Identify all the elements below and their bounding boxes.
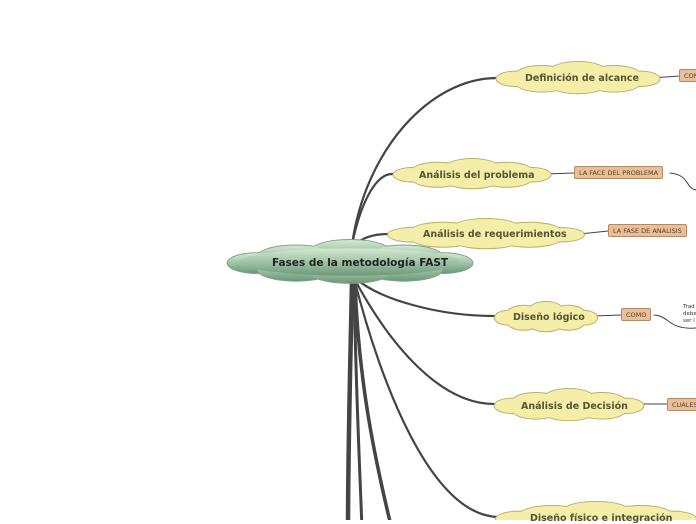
topic-label-definicion-alcance: Definición de alcance: [525, 73, 639, 84]
branch-lower-3: [352, 278, 364, 520]
branch-lower-1: [345, 277, 355, 520]
topic-label-diseno-fisico: Diseño físico e integración: [530, 513, 673, 524]
topic-cloud-diseno-fisico[interactable]: [495, 501, 696, 520]
note-line-1: Trad: [683, 304, 695, 310]
central-cloud[interactable]: [226, 239, 474, 284]
topic-cloud-diseno-fisico-fill: [505, 508, 687, 520]
branch-analisis-decision: [353, 278, 496, 406]
connector-analisis: [579, 230, 609, 235]
connector-problema-out: [669, 172, 696, 191]
topic-clouds: [387, 61, 696, 520]
topic-label-analisis-problema: Análisis del problema: [419, 170, 535, 181]
topic-label-analisis-decision: Análisis de Decisión: [521, 401, 628, 412]
central-topic-cloud[interactable]: [226, 239, 474, 284]
subtopic-la-face-del-problema[interactable]: LA FACE DEL PROBLEMA: [574, 166, 664, 179]
topic-cloud-analisis-decision-fill: [501, 395, 637, 415]
branch-lower-2: [353, 278, 392, 520]
topic-cloud-definicion-alcance-fill: [504, 68, 652, 88]
topic-cloud-definicion-alcance[interactable]: [495, 61, 661, 95]
branch-diseno-fisico: [353, 280, 500, 519]
connector-como-note: [653, 314, 696, 329]
subtopic-la-fase-de-analisis[interactable]: LA FASE DE ANALISIS: [608, 224, 687, 237]
topic-cloud-diseno-logico-fill: [500, 307, 592, 327]
central-topic-label: Fases de la metodología FAST: [272, 257, 449, 269]
branch-diseno-logico: [353, 276, 496, 318]
topic-label-diseno-logico: Diseño lógico: [513, 312, 585, 323]
branch-definicion-alcance: [350, 76, 499, 247]
topic-cloud-analisis-problema[interactable]: [392, 158, 552, 190]
topic-cloud-analisis-problema-fill: [401, 164, 543, 184]
subtopic-cuales[interactable]: CUALES: [667, 398, 696, 411]
note-line-3: ser i: [683, 318, 695, 324]
topic-label-analisis-requerimientos: Análisis de requerimientos: [423, 229, 567, 240]
connector-como: [592, 314, 622, 317]
topic-cloud-analisis-decision[interactable]: [493, 388, 645, 422]
branch-analisis-problema: [350, 172, 394, 247]
topic-cloud-diseno-logico[interactable]: [494, 301, 598, 333]
subtopic-con[interactable]: CON: [679, 69, 696, 82]
central-cloud-fill: [239, 248, 461, 276]
topic-cloud-analisis-requerimientos[interactable]: [387, 218, 585, 250]
note-line-2: debe: [683, 311, 696, 317]
branch-lines: [345, 75, 696, 520]
subtopic-como[interactable]: COMO: [621, 308, 652, 321]
topic-cloud-analisis-requerimientos-fill: [397, 224, 575, 244]
